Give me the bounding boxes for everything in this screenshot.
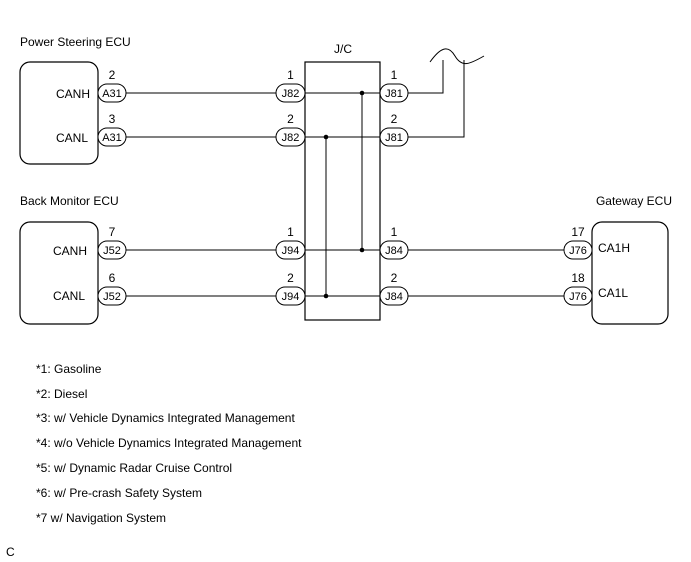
footnote: *6: w/ Pre-crash Safety System bbox=[36, 486, 202, 500]
pin-number: 18 bbox=[571, 271, 585, 285]
connector-j84-2: J84 2 bbox=[379, 271, 409, 306]
connector-id: J94 bbox=[282, 291, 300, 303]
footnote: *4: w/o Vehicle Dynamics Integrated Mana… bbox=[36, 436, 302, 450]
pin-number: 2 bbox=[287, 112, 294, 126]
power-steering-canl-label: CANL bbox=[56, 131, 88, 145]
connector-j94-2: J94 2 bbox=[275, 271, 306, 306]
twisted-pair-wire-l bbox=[408, 60, 465, 138]
footnotes: *1: Gasoline *2: Diesel *3: w/ Vehicle D… bbox=[36, 362, 302, 525]
pin-number: 17 bbox=[571, 225, 585, 239]
connector-id: J52 bbox=[103, 245, 121, 257]
gateway-ecu-title: Gateway ECU bbox=[596, 194, 672, 208]
connector-j76-ca1l: J76 18 bbox=[563, 271, 593, 306]
connector-j82-1: J82 1 bbox=[275, 68, 306, 103]
connector-id: J82 bbox=[282, 88, 300, 100]
power-steering-ecu-box bbox=[19, 61, 99, 165]
connector-a31-canh: A31 2 bbox=[97, 68, 127, 103]
back-monitor-ecu-box bbox=[19, 221, 99, 325]
connector-j81-2: J81 2 bbox=[379, 112, 409, 147]
footnote: *5: w/ Dynamic Radar Cruise Control bbox=[36, 461, 232, 475]
connector-j76-ca1h: J76 17 bbox=[563, 225, 593, 260]
connector-a31-canl: A31 3 bbox=[97, 112, 127, 147]
twisted-pair-symbol bbox=[429, 48, 485, 64]
power-steering-ecu-title: Power Steering ECU bbox=[20, 35, 131, 49]
power-steering-canh-label: CANH bbox=[56, 87, 90, 101]
pin-number: 1 bbox=[287, 225, 294, 239]
splice-dot bbox=[323, 293, 329, 299]
pin-number: 2 bbox=[287, 271, 294, 285]
connector-id: J81 bbox=[385, 88, 403, 100]
back-monitor-canl-label: CANL bbox=[53, 289, 85, 303]
back-monitor-ecu-title: Back Monitor ECU bbox=[20, 194, 119, 208]
connector-id: J76 bbox=[569, 245, 587, 257]
connector-j84-1: J84 1 bbox=[379, 225, 409, 260]
connector-j52-canh: J52 7 bbox=[97, 225, 127, 260]
footnote: *1: Gasoline bbox=[36, 362, 102, 376]
splice-dot bbox=[323, 134, 329, 140]
corner-label: C bbox=[6, 545, 15, 559]
pin-number: 3 bbox=[109, 112, 116, 126]
pin-number: 1 bbox=[287, 68, 294, 82]
connector-id: J84 bbox=[385, 245, 403, 257]
connector-j94-1: J94 1 bbox=[275, 225, 306, 260]
connector-id: J94 bbox=[282, 245, 300, 257]
pin-number: 1 bbox=[391, 68, 398, 82]
connector-id: A31 bbox=[102, 132, 122, 144]
pin-number: 2 bbox=[391, 112, 398, 126]
junction-connector-box bbox=[304, 61, 381, 321]
connector-id: A31 bbox=[102, 88, 122, 100]
gateway-ca1l-label: CA1L bbox=[598, 286, 628, 300]
gateway-ecu-box bbox=[591, 221, 669, 325]
pin-number: 6 bbox=[109, 271, 116, 285]
footnote: *2: Diesel bbox=[36, 387, 87, 401]
connector-id: J76 bbox=[569, 291, 587, 303]
connector-id: J52 bbox=[103, 291, 121, 303]
connector-j52-canl: J52 6 bbox=[97, 271, 127, 306]
connector-j81-1: J81 1 bbox=[379, 68, 409, 103]
pin-number: 7 bbox=[109, 225, 116, 239]
pin-number: 2 bbox=[391, 271, 398, 285]
connector-id: J82 bbox=[282, 132, 300, 144]
connector-j82-2: J82 2 bbox=[275, 112, 306, 147]
splice-dot bbox=[359, 90, 365, 96]
connector-id: J84 bbox=[385, 291, 403, 303]
footnote: *7 w/ Navigation System bbox=[36, 511, 166, 525]
twisted-pair-wire-h bbox=[408, 60, 444, 94]
footnote: *3: w/ Vehicle Dynamics Integrated Manag… bbox=[36, 411, 295, 425]
back-monitor-canh-label: CANH bbox=[53, 244, 87, 258]
splice-dot bbox=[359, 247, 365, 253]
gateway-ca1h-label: CA1H bbox=[598, 241, 630, 255]
connector-id: J81 bbox=[385, 132, 403, 144]
junction-connector-title: J/C bbox=[334, 42, 352, 56]
pin-number: 1 bbox=[391, 225, 398, 239]
pin-number: 2 bbox=[109, 68, 116, 82]
